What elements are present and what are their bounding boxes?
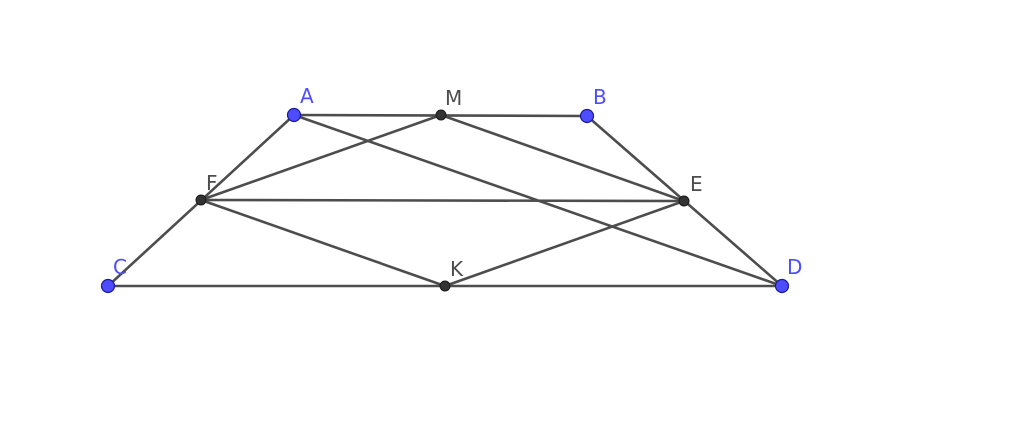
point-label-b: B: [593, 85, 607, 109]
point-b[interactable]: [579, 108, 595, 124]
point-label-a: A: [300, 84, 314, 108]
segment-fk[interactable]: [199, 198, 447, 288]
point-a[interactable]: [286, 107, 302, 123]
point-m[interactable]: [435, 109, 447, 121]
point-label-d: D: [787, 255, 802, 279]
point-label-e: E: [690, 172, 703, 196]
labels-layer: A M B F E C K D: [113, 84, 802, 281]
point-label-m: M: [445, 86, 462, 110]
point-d[interactable]: [774, 278, 790, 294]
point-label-c: C: [113, 255, 127, 279]
segment-fe[interactable]: [199, 198, 686, 203]
segment-me[interactable]: [439, 113, 686, 203]
point-c[interactable]: [100, 278, 116, 294]
point-k[interactable]: [439, 280, 451, 292]
segments-layer: [106, 113, 784, 288]
segment-ke[interactable]: [443, 199, 686, 288]
point-f[interactable]: [195, 194, 207, 206]
points-layer: [100, 107, 790, 294]
point-label-f: F: [206, 171, 218, 195]
point-label-k: K: [450, 257, 464, 281]
segment-fm[interactable]: [199, 113, 443, 202]
point-e[interactable]: [678, 195, 690, 207]
